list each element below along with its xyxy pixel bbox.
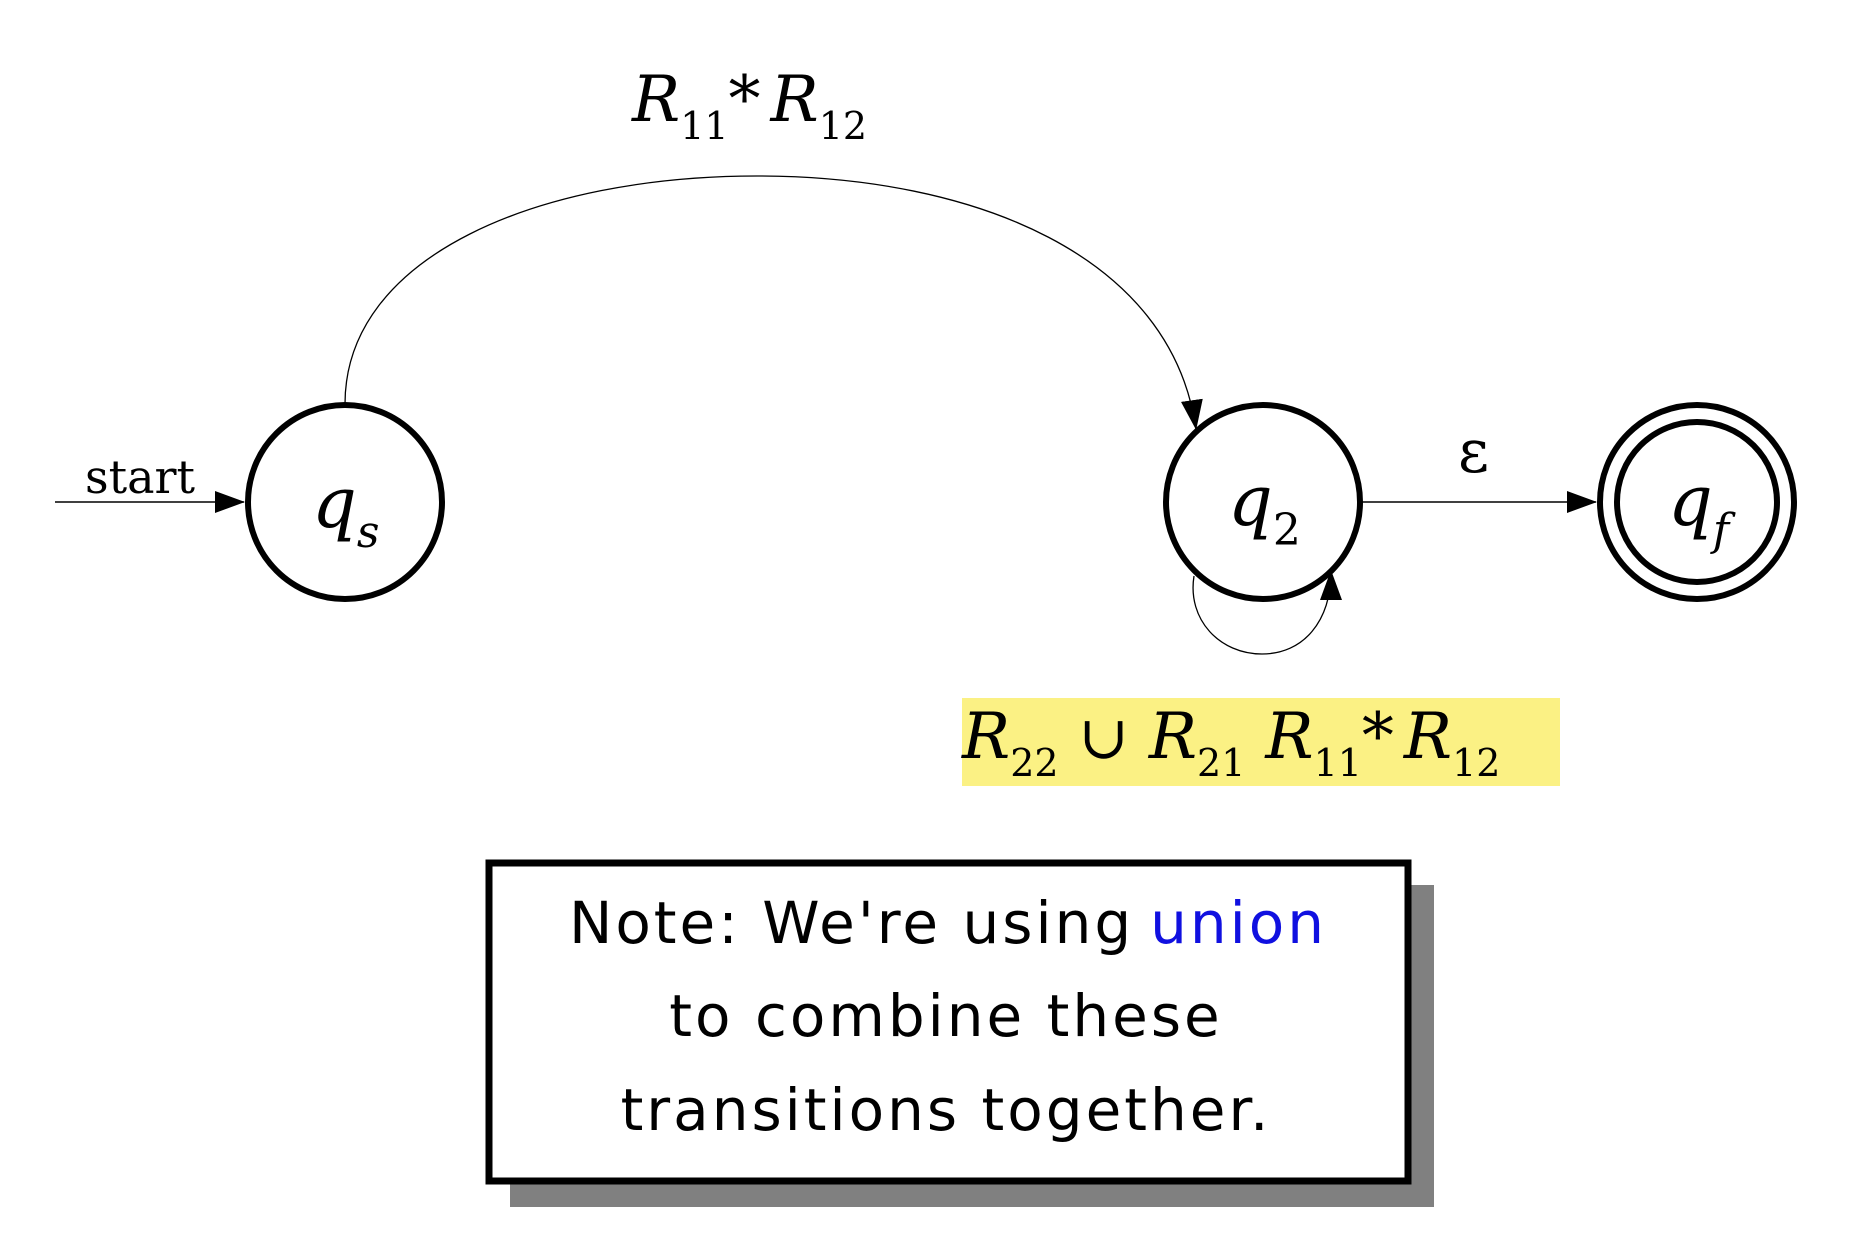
transition-q2-self-loop xyxy=(1192,570,1342,655)
state-q2: q2 xyxy=(1163,402,1363,602)
state-qf: qf xyxy=(1597,402,1797,602)
state-qs: qs xyxy=(245,402,445,602)
self-loop-label-highlight xyxy=(962,698,1560,786)
transition-qs-q2-label: R11*R12 xyxy=(631,63,867,148)
start-label: start xyxy=(85,450,196,504)
transition-q2-qf-label: ε xyxy=(1458,417,1489,487)
svg-text:qs: qs xyxy=(312,462,379,558)
transition-qs-q2-arc xyxy=(344,175,1203,430)
note-box-frame xyxy=(485,859,1412,1185)
note-line-3: transitions together. xyxy=(621,1076,1272,1144)
svg-text:q2: q2 xyxy=(1228,460,1301,556)
note-line-2: to combine these xyxy=(669,982,1222,1050)
